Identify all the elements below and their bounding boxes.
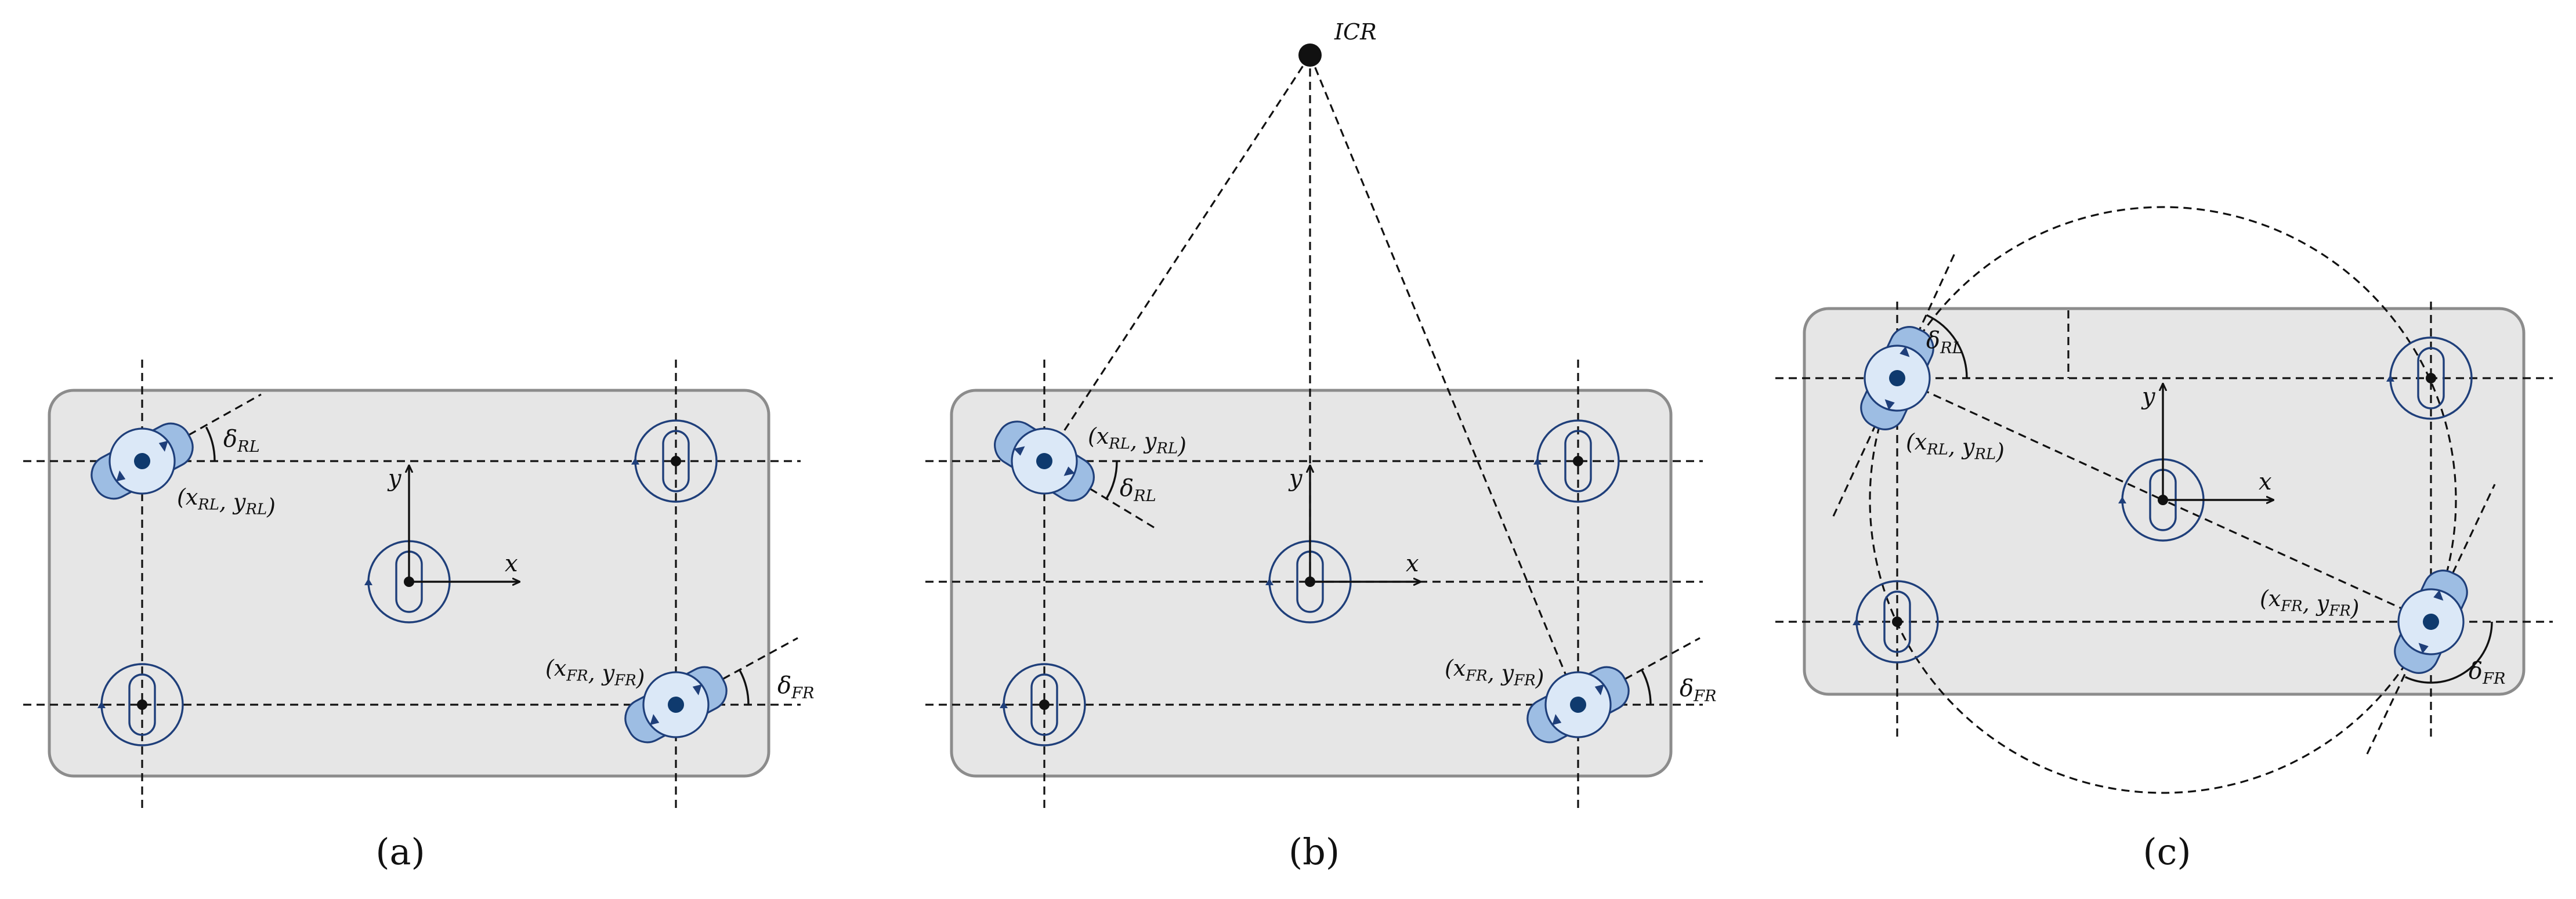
delta-fr-label: δFR <box>1680 675 1716 705</box>
icr-point <box>1298 44 1322 67</box>
delta-fr-label: δFR <box>2469 658 2505 688</box>
panel-caption: (c) <box>2143 831 2191 873</box>
rotation-arrow-icon <box>1884 399 1895 410</box>
front-left-caster-wheel <box>631 419 718 503</box>
rotation-arrow-icon <box>2418 643 2429 654</box>
rl-axis-line <box>1832 252 1956 517</box>
rotation-arrow-icon <box>116 470 126 482</box>
rl-position-label: (xRL, yRL) <box>177 484 276 520</box>
front-right-steered-wheel <box>1526 666 1630 744</box>
y-axis-label: y <box>2141 383 2156 410</box>
rl-position-label: (xRL, yRL) <box>1088 423 1186 459</box>
delta-rl-arc <box>205 426 216 462</box>
rear-left-steered-wheel <box>91 422 194 500</box>
delta-rl-label: δRL <box>1120 475 1156 505</box>
rotation-arrow-icon <box>1853 618 1861 625</box>
icr-to-fr-line <box>1309 55 1579 705</box>
delta-fr-arc <box>1641 670 1652 705</box>
rear-right-caster-wheel <box>1853 580 1939 664</box>
rotation-arrow-icon <box>2386 375 2394 382</box>
delta-rl-arc <box>1105 461 1118 501</box>
x-axis-label: x <box>2259 469 2272 495</box>
wheel-center-dot <box>1570 697 1586 713</box>
icr-to-rl-line <box>1043 55 1311 462</box>
panel-caption: (b) <box>1289 831 1340 873</box>
wheel-center-dot <box>668 697 684 713</box>
rl-to-center-line <box>1897 377 2163 501</box>
wheel-center-dot <box>134 453 150 469</box>
rotation-arrow-icon <box>1594 684 1604 695</box>
wheel-center-dot <box>671 456 681 466</box>
rl-position-label: (xRL, yRL) <box>1906 429 2005 465</box>
rotation-arrow-icon <box>2433 590 2444 601</box>
rotation-arrow-icon <box>97 701 106 708</box>
front-right-steered-wheel <box>624 666 728 744</box>
rotation-arrow-icon <box>2118 496 2126 503</box>
rotation-circle <box>1869 206 2457 794</box>
y-axis-label: y <box>387 465 402 492</box>
wheel-center-dot <box>137 699 147 710</box>
wheel-stadium <box>1883 590 1911 653</box>
fr-position-label: (xFR, yFR) <box>545 655 645 691</box>
panel-a: x y δRL (xRL, yRL) δFR (xFR, yFR) (a) <box>23 360 814 873</box>
rotation-arrow-icon <box>650 714 660 726</box>
wheel-center-dot <box>2426 373 2436 383</box>
delta-rl-arc <box>1926 314 1968 379</box>
fr-position-label: (xFR, yFR) <box>2260 586 2359 621</box>
panel-caption: (a) <box>375 831 425 873</box>
rotation-arrow-icon <box>1063 466 1075 476</box>
x-axis-label: x <box>505 550 518 577</box>
rotation-arrow-icon <box>1900 346 1910 357</box>
wheel-center-dot <box>1573 456 1583 466</box>
delta-rl-label: δRL <box>223 426 260 456</box>
delta-fr-label: δFR <box>777 672 814 702</box>
fr-to-center-line <box>2162 499 2432 623</box>
rear-left-steered-wheel <box>994 420 1095 502</box>
rotation-arrow-icon <box>1552 714 1562 726</box>
wheel-center-dot <box>1892 617 1902 627</box>
wheel-stadium <box>128 673 156 736</box>
wheel-stadium <box>2417 347 2445 409</box>
rotation-arrow-icon <box>1533 458 1542 465</box>
rotation-arrow-icon <box>364 578 372 585</box>
wheel-center-dot <box>1889 370 1905 386</box>
delta-rl-label: δRL <box>1926 327 1963 357</box>
rotation-arrow-icon <box>692 684 702 695</box>
rotation-arrow-icon <box>631 458 639 465</box>
delta-fr-arc <box>2404 621 2493 684</box>
rotation-arrow-icon <box>1014 446 1025 456</box>
rl-heading-line <box>142 393 262 462</box>
wheel-stadium <box>662 430 690 492</box>
fr-heading-line <box>1578 637 1701 706</box>
x-axis-label: x <box>1406 550 1419 577</box>
rear-right-caster-wheel <box>97 663 184 746</box>
wheel-stadium <box>1030 673 1058 736</box>
fr-heading-line <box>675 637 798 706</box>
rear-right-caster-wheel <box>1000 663 1086 746</box>
delta-fr-arc <box>739 670 750 705</box>
panel-b: x y ICR (xRL, yRL) δRL (xFR, yFR) δFR (b) <box>925 19 1716 873</box>
y-axis-label: y <box>1288 465 1303 492</box>
wheel-center-dot <box>1036 453 1052 469</box>
fr-position-label: (xFR, yFR) <box>1445 655 1544 691</box>
front-left-caster-wheel <box>1533 419 1620 503</box>
rear-left-steered-wheel <box>1860 326 1934 430</box>
wheel-stadium <box>1564 430 1592 492</box>
rotation-arrow-icon <box>1265 578 1273 585</box>
panel-c: x y δRL (xRL, yRL) (xFR, yFR) δFR (c) <box>1775 206 2553 873</box>
wheel-center-dot <box>1039 699 1050 710</box>
rl-heading-line <box>1044 460 1155 529</box>
rotation-arrow-icon <box>1000 701 1008 708</box>
icr-label: ICR <box>1334 19 1377 45</box>
front-left-caster-wheel <box>2386 336 2473 420</box>
wheel-center-dot <box>2423 614 2439 630</box>
front-right-steered-wheel <box>2394 570 2468 674</box>
rotation-arrow-icon <box>158 440 168 452</box>
